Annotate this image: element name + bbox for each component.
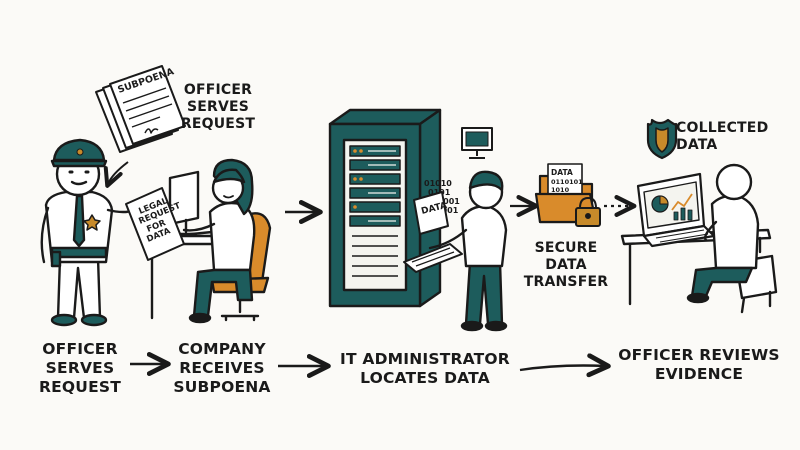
admin-data-document-icon: DATA <box>413 191 449 235</box>
shield-icon <box>646 118 678 160</box>
police-officer-figure <box>40 138 138 327</box>
binary-line-1: 01010 <box>424 179 452 188</box>
company-employee-desk <box>144 158 272 324</box>
small-monitor-icon <box>461 127 493 159</box>
laptop-icon <box>636 172 716 248</box>
reviewing-officer-figure <box>686 163 760 304</box>
keyboard-icon <box>403 243 463 273</box>
callout-serves-request: OFFICER SERVES REQUEST <box>180 82 256 132</box>
step-3-label: IT ADMINISTRATOR LOCATES DATA <box>340 350 510 387</box>
folder-tag: DATA <box>551 168 573 177</box>
legal-request-document-icon: LEGAL REQUEST FOR DATA <box>125 187 185 261</box>
binary-line-4: 1001 <box>436 206 459 215</box>
flow-arrow-3 <box>519 353 611 378</box>
subpoena-arrow <box>103 161 129 188</box>
step-4-label: OFFICER REVIEWS EVIDENCE <box>618 346 780 383</box>
step-2-label: COMPANY RECEIVES SUBPOENA <box>173 340 271 396</box>
callout-secure-transfer: SECURE DATA TRANSFER <box>523 240 609 290</box>
step-1-label: OFFICER SERVES REQUEST <box>38 340 121 396</box>
it-administrator-figure <box>428 170 508 332</box>
binary-line-3: 11001 <box>432 197 460 206</box>
subpoena-document-icon: SUBPOENA <box>95 65 186 153</box>
folder-bits-1: 0110101 <box>551 178 583 186</box>
callout-collected-data: COLLECTED DATA <box>676 120 769 153</box>
padlock-icon <box>575 197 601 227</box>
folder-bits-2: 1010 <box>551 186 570 194</box>
